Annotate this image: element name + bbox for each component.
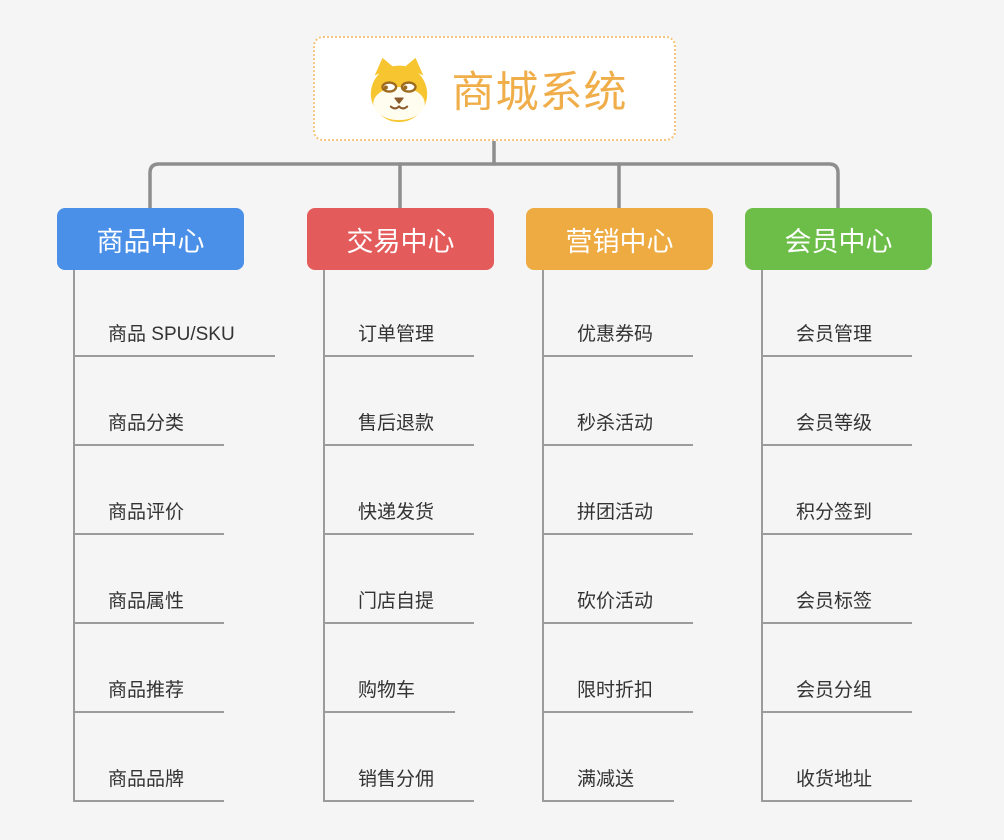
branch-line-marketing — [542, 270, 544, 802]
leaf-node[interactable]: 商品 SPU/SKU — [73, 324, 275, 357]
leaf-node[interactable]: 砍价活动 — [542, 591, 694, 624]
leaf-node[interactable]: 收货地址 — [761, 769, 913, 802]
leaf-node[interactable]: 商品评价 — [73, 502, 225, 535]
leaf-node[interactable]: 门店自提 — [323, 591, 475, 624]
leaf-node[interactable]: 限时折扣 — [542, 680, 694, 713]
root-title: 商城系统 — [451, 68, 628, 117]
leaf-node[interactable]: 会员分组 — [761, 680, 913, 713]
leaf-node[interactable]: 优惠券码 — [542, 324, 694, 357]
leaf-node[interactable]: 会员标签 — [761, 591, 913, 624]
leaf-node[interactable]: 拼团活动 — [542, 502, 694, 535]
branch-line-trade — [323, 270, 325, 802]
leaf-node[interactable]: 快递发货 — [323, 502, 475, 535]
branch-header-marketing-center[interactable]: 营销中心 — [526, 208, 713, 270]
leaf-node[interactable]: 商品品牌 — [73, 769, 225, 802]
branch-header-product-center[interactable]: 商品中心 — [57, 208, 244, 270]
branch-line-member — [761, 270, 763, 802]
branch-header-trade-center[interactable]: 交易中心 — [307, 208, 494, 270]
branch-connector-frame — [148, 162, 840, 210]
leaf-node[interactable]: 商品分类 — [73, 413, 225, 446]
branch-line-product — [73, 270, 75, 802]
leaf-node[interactable]: 会员等级 — [761, 413, 913, 446]
root-node[interactable]: 商城系统 — [313, 36, 676, 141]
leaf-node[interactable]: 售后退款 — [323, 413, 475, 446]
leaf-node[interactable]: 秒杀活动 — [542, 413, 694, 446]
leaf-node[interactable]: 满减送 — [542, 769, 675, 802]
leaf-node[interactable]: 商品属性 — [73, 591, 225, 624]
dog-face-icon — [370, 57, 427, 122]
branch-header-member-center[interactable]: 会员中心 — [745, 208, 932, 270]
leaf-node[interactable]: 销售分佣 — [323, 769, 475, 802]
leaf-node[interactable]: 购物车 — [323, 680, 456, 713]
leaf-node[interactable]: 积分签到 — [761, 502, 913, 535]
leaf-node[interactable]: 会员管理 — [761, 324, 913, 357]
leaf-node[interactable]: 订单管理 — [323, 324, 475, 357]
leaf-node[interactable]: 商品推荐 — [73, 680, 225, 713]
